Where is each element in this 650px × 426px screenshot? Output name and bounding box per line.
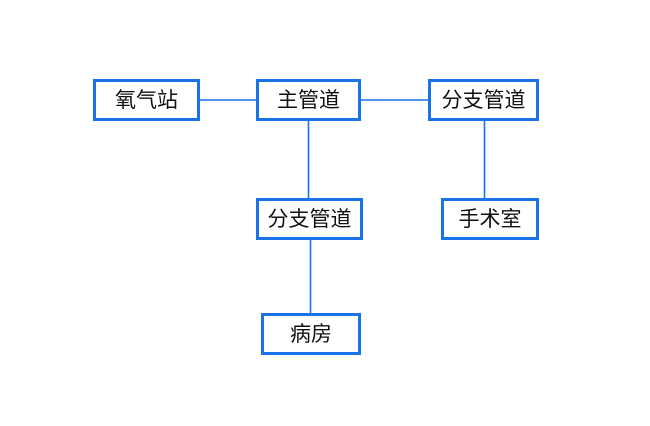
node-branch-pipeline-right[interactable]: 分支管道 [428,79,539,121]
node-label-oxygen-station: 氧气站 [115,87,178,112]
node-main-pipeline[interactable]: 主管道 [256,79,361,121]
node-branch-pipeline-middle[interactable]: 分支管道 [256,198,363,240]
node-label-main-pipeline: 主管道 [277,87,340,112]
node-label-branch-pipeline-middle: 分支管道 [267,206,352,231]
node-label-branch-pipeline-right: 分支管道 [441,87,526,112]
node-label-operating-room: 手术室 [458,206,522,231]
node-operating-room[interactable]: 手术室 [441,198,539,240]
node-ward[interactable]: 病房 [261,313,361,355]
node-label-ward: 病房 [290,321,332,346]
node-oxygen-station[interactable]: 氧气站 [93,79,200,121]
